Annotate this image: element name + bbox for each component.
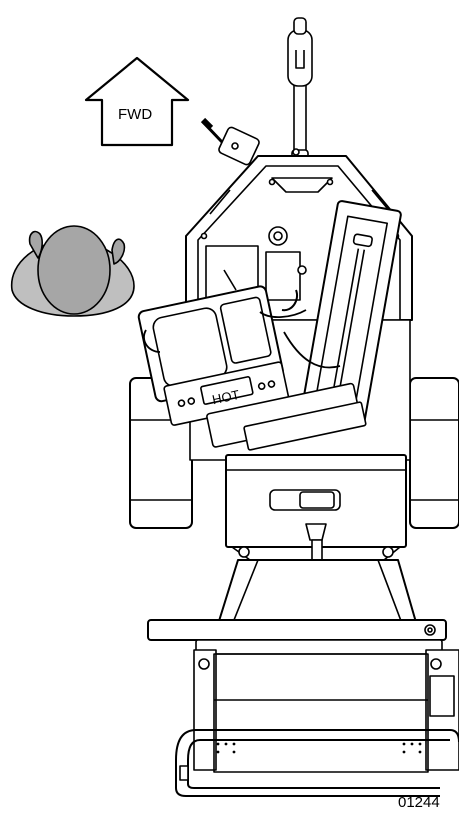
handle-mast xyxy=(287,17,313,161)
right-wheel xyxy=(409,377,459,529)
forward-arrow xyxy=(84,56,190,147)
forward-label: FWD xyxy=(118,106,153,123)
deck xyxy=(193,649,459,773)
cables xyxy=(143,309,341,369)
engine xyxy=(137,285,367,451)
control-box xyxy=(200,117,260,166)
bumper xyxy=(175,729,459,797)
hot-decal: HOT xyxy=(211,387,241,407)
figure-id: 01244 xyxy=(398,794,440,811)
operator-figure xyxy=(11,225,135,317)
cross-bar xyxy=(147,619,447,655)
